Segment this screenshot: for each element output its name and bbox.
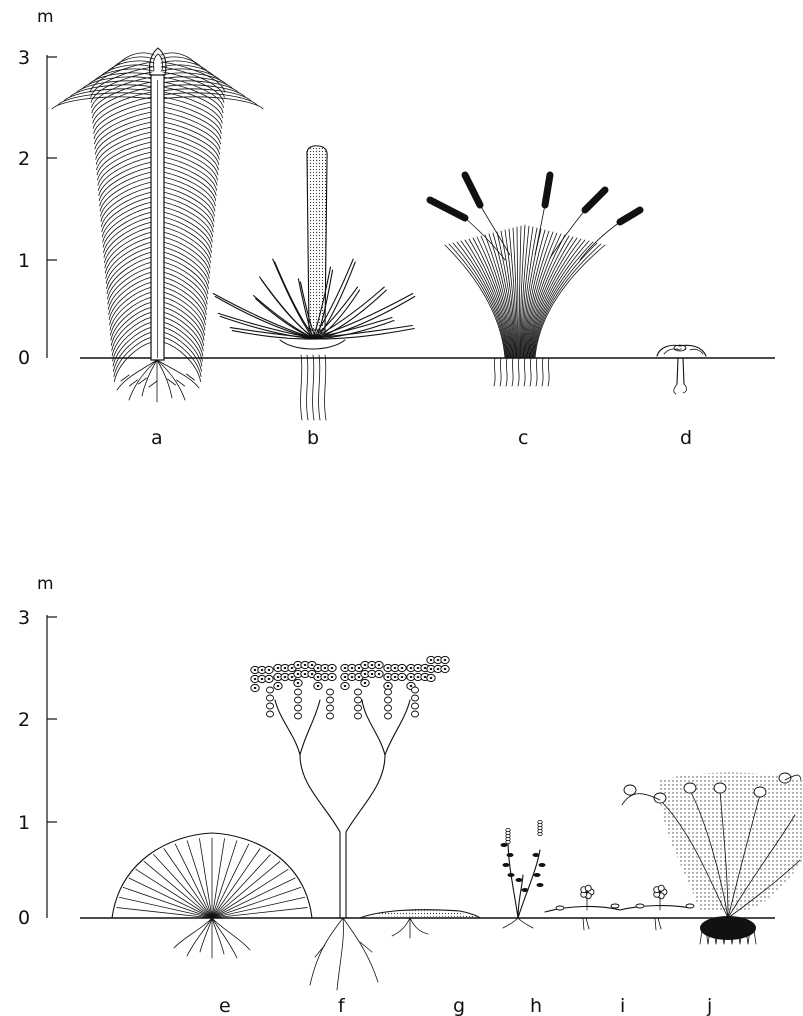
top-tick-1: 1 [18,250,30,272]
plant-g-mat [360,910,480,938]
bottom-tick-3: 3 [18,607,30,629]
plant-e-cushion [112,833,312,958]
top-tick-2: 2 [18,148,30,170]
label-h: h [530,995,542,1016]
bottom-tick-2: 2 [18,709,30,731]
label-g: g [453,995,465,1016]
plant-c-tussock [430,175,640,386]
label-f: f [338,995,346,1016]
bottom-panel: m 3 2 1 0 [18,574,802,1016]
top-tick-0: 0 [18,347,30,369]
bottom-tick-0: 0 [18,907,30,929]
bottom-unit-label: m [37,574,54,594]
plant-a-giant-rosette [52,48,263,402]
label-j: j [706,995,712,1016]
label-a: a [151,427,163,449]
label-d: d [680,427,692,449]
plant-b-rosette-inflorescence [213,146,414,420]
top-unit-label: m [37,7,54,27]
label-b: b [307,427,319,449]
bottom-tick-1: 1 [18,812,30,834]
label-e: e [219,995,231,1016]
top-panel: m 3 2 1 0 [18,7,775,449]
label-i: i [620,995,625,1016]
label-c: c [518,427,528,449]
plant-i-stoloniferous [545,885,694,930]
top-tick-3: 3 [18,47,30,69]
plant-d-small-rosette [657,345,706,394]
plant-f-branched [251,656,449,990]
plant-h-herb [501,820,546,928]
